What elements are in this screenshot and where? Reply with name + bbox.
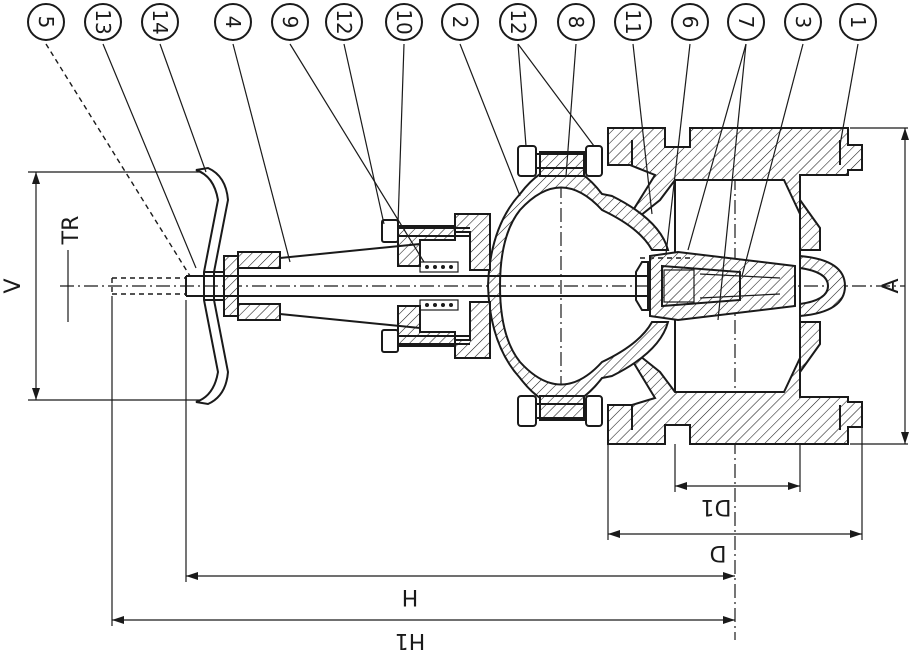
dim-a-label: A	[879, 278, 904, 293]
svg-text:8: 8	[564, 16, 588, 29]
callout-10: 10	[385, 3, 423, 41]
dim-d-label: D	[710, 540, 727, 565]
callout-7: 7	[727, 3, 765, 41]
dim-h-label: H	[402, 584, 419, 609]
stem	[111, 261, 650, 311]
valve-body-sphere	[486, 151, 670, 421]
dimension-A: A	[850, 127, 909, 445]
dim-v-label: V	[1, 278, 26, 293]
dimension-D: D	[607, 427, 863, 565]
callout-13: 13	[84, 3, 122, 41]
svg-text:3: 3	[791, 16, 815, 29]
dimension-D1: D1	[674, 444, 801, 519]
svg-text:10: 10	[392, 9, 416, 34]
dimension-TR: TR	[59, 216, 84, 322]
dimension-H: H	[185, 300, 735, 609]
callout-14: 14	[141, 3, 179, 41]
svg-text:12: 12	[332, 9, 356, 34]
svg-text:14: 14	[148, 9, 172, 34]
dim-h1-label: H1	[395, 628, 426, 650]
callout-12a: 12	[325, 3, 363, 41]
svg-text:5: 5	[34, 16, 58, 29]
leader-lines	[45, 43, 859, 321]
dim-d1-label: D1	[701, 494, 732, 519]
callout-8: 8	[557, 3, 595, 41]
svg-text:7: 7	[734, 16, 758, 29]
callout-1: 1	[839, 3, 877, 41]
svg-text:1: 1	[846, 16, 870, 29]
wedge-gate	[640, 250, 796, 322]
callout-12b: 12	[499, 3, 537, 41]
svg-text:13: 13	[91, 9, 115, 34]
yoke	[223, 243, 421, 329]
callout-2: 2	[441, 3, 479, 41]
svg-text:6: 6	[678, 16, 702, 29]
bonnet	[381, 213, 491, 359]
callout-3: 3	[784, 3, 822, 41]
callout-11: 11	[614, 3, 652, 41]
callout-9: 9	[271, 3, 309, 41]
svg-text:4: 4	[221, 16, 245, 29]
handwheel	[195, 166, 230, 406]
callout-4: 4	[214, 3, 252, 41]
dimension-V: V	[1, 171, 200, 401]
dimension-H1: H1	[111, 296, 735, 650]
callout-6: 6	[671, 3, 709, 41]
callout-5: 5	[27, 3, 65, 41]
svg-text:9: 9	[278, 16, 302, 29]
svg-text:11: 11	[621, 9, 645, 34]
dim-tr-label: TR	[59, 216, 84, 246]
svg-text:2: 2	[448, 16, 472, 29]
body-bolt-bottom	[517, 395, 603, 427]
svg-text:12: 12	[506, 9, 530, 34]
